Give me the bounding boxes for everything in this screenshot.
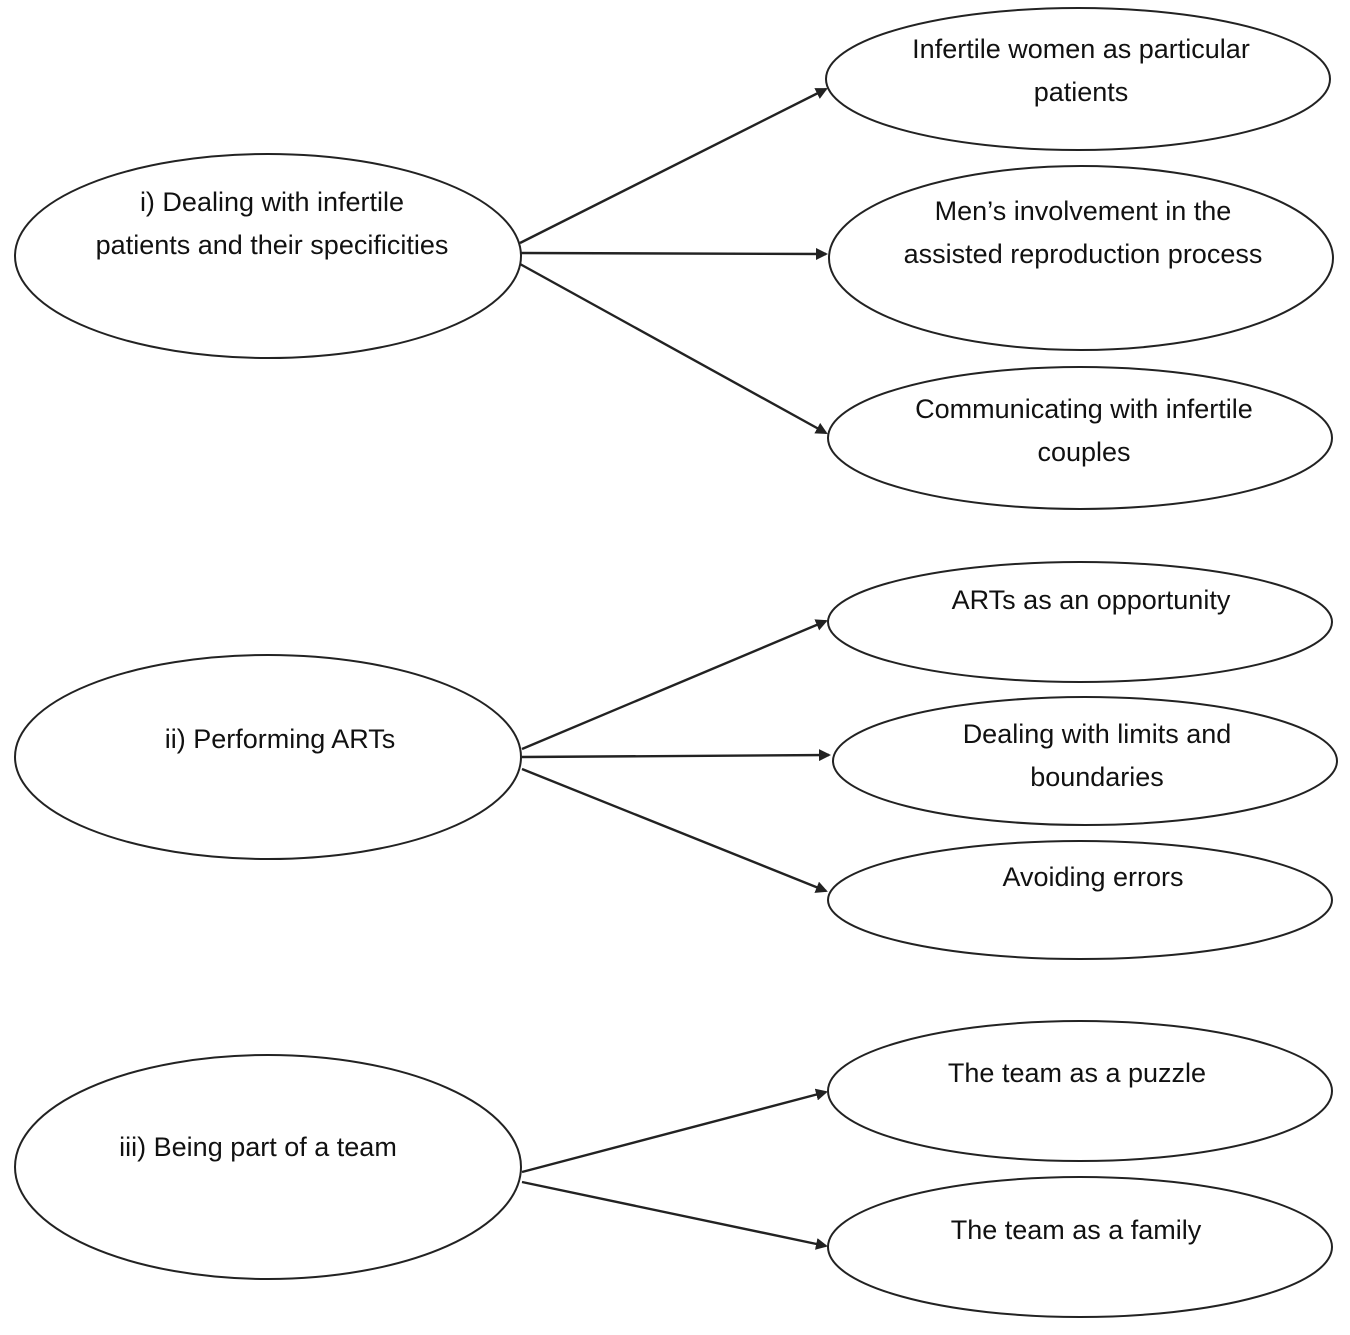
subtheme-label-1-3-line: couples (1037, 437, 1130, 467)
subtheme-node-1-2: Men’s involvement in the assisted reprodu… (828, 165, 1334, 351)
subtheme-label-1-2-line: assisted reproduction process (904, 239, 1263, 269)
theme-label-3: iii) Being part of a team (119, 1132, 397, 1162)
subtheme-ellipse-3-1 (827, 1020, 1333, 1162)
subtheme-label-2-3: Avoiding errors (1002, 862, 1183, 892)
subtheme-node-2-2: Dealing with limits and boundaries (832, 696, 1338, 826)
subtheme-label-1-1: Infertile women as particular patients (912, 34, 1250, 107)
subtheme-ellipse-1-1 (825, 7, 1331, 151)
arrow-theme-2-to-subtheme-3 (521, 767, 828, 893)
subtheme-label-2-2-line: Dealing with limits and (963, 719, 1232, 749)
subtheme-ellipse-2-2 (832, 696, 1338, 826)
subtheme-label-1-1-line: patients (1034, 77, 1129, 107)
connector-arrows (519, 87, 831, 1250)
subtheme-label-2-3-line: Avoiding errors (1002, 862, 1183, 892)
subtheme-label-2-2: Dealing with limits and boundaries (963, 719, 1232, 792)
subtheme-label-3-1: The team as a puzzle (948, 1058, 1206, 1088)
subtheme-label-1-1-line: Infertile women as particular (912, 34, 1250, 64)
theme-node-2: ii) Performing ARTs (14, 654, 522, 860)
theme-label-1: i) Dealing with infertile patients and th… (96, 187, 449, 260)
theme-label-1-line: patients and their specificities (96, 230, 449, 260)
subtheme-ellipse-3-2 (827, 1176, 1333, 1318)
theme-label-1-line: i) Dealing with infertile (140, 187, 404, 217)
subtheme-label-2-1: ARTs as an opportunity (952, 585, 1231, 615)
subtheme-label-2-1-line: ARTs as an opportunity (952, 585, 1231, 615)
arrow-theme-2-to-subtheme-1 (521, 619, 828, 751)
theme-ellipse-2 (14, 654, 522, 860)
arrow-theme-3-to-subtheme-1 (521, 1088, 828, 1174)
subtheme-node-3-2: The team as a family (827, 1176, 1333, 1318)
subtheme-ellipse-1-2 (828, 165, 1334, 351)
arrow-theme-2-to-subtheme-2 (521, 749, 831, 762)
theme-node-1: i) Dealing with infertile patients and th… (14, 153, 522, 359)
subtheme-node-1-3: Communicating with infertile couples (827, 366, 1333, 510)
theme-label-3-line: iii) Being part of a team (119, 1132, 397, 1162)
subtheme-label-1-3-line: Communicating with infertile (915, 394, 1253, 424)
subtheme-label-3-1-line: The team as a puzzle (948, 1058, 1206, 1088)
subtheme-label-1-2-line: Men’s involvement in the (935, 196, 1232, 226)
theme-ellipse-1 (14, 153, 522, 359)
theme-label-2: ii) Performing ARTs (165, 724, 396, 754)
theme-label-2-line: ii) Performing ARTs (165, 724, 396, 754)
theme-ellipse-3 (14, 1054, 522, 1280)
arrow-theme-1-to-subtheme-3 (519, 262, 828, 435)
subtheme-ellipse-1-3 (827, 366, 1333, 510)
subtheme-node-1-1: Infertile women as particular patients (825, 7, 1331, 151)
arrow-theme-1-to-subtheme-1 (519, 87, 828, 245)
theme-node-3: iii) Being part of a team (14, 1054, 522, 1280)
arrow-theme-1-to-subtheme-2 (519, 247, 828, 260)
subtheme-label-2-2-line: boundaries (1030, 762, 1164, 792)
subtheme-node-3-1: The team as a puzzle (827, 1020, 1333, 1162)
subtheme-ellipse-2-1 (827, 561, 1333, 683)
subtheme-label-3-2: The team as a family (951, 1215, 1202, 1245)
subtheme-label-1-2: Men’s involvement in the assisted reprodu… (904, 196, 1263, 269)
subtheme-label-1-3: Communicating with infertile couples (915, 394, 1253, 467)
subtheme-label-3-2-line: The team as a family (951, 1215, 1202, 1245)
theme-nodes: i) Dealing with infertile patients and th… (14, 7, 1338, 1318)
subtheme-node-2-3: Avoiding errors (827, 840, 1333, 960)
subtheme-ellipse-2-3 (827, 840, 1333, 960)
arrow-theme-3-to-subtheme-2 (521, 1180, 828, 1250)
subtheme-node-2-1: ARTs as an opportunity (827, 561, 1333, 683)
